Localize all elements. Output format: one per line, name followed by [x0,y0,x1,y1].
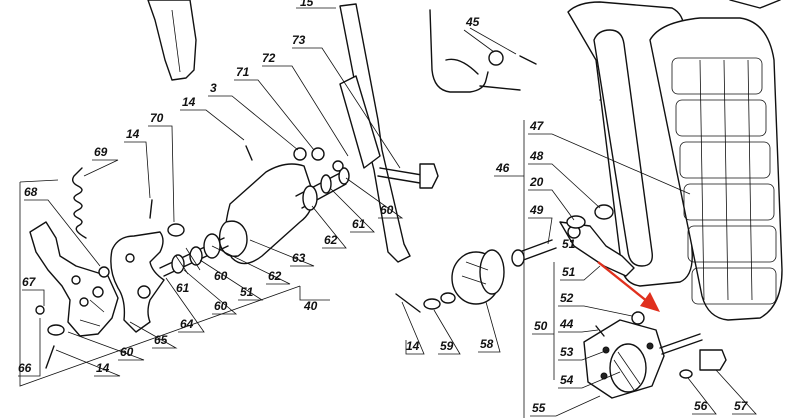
part-label: 60 [214,269,228,283]
part-label: 66 [18,361,32,375]
part-label: 51 [562,265,576,279]
part-label: 61 [176,281,190,295]
part-label: 46 [495,161,510,175]
part-label: 67 [22,275,37,289]
part-label: 58 [480,337,494,351]
part-label: 72 [262,51,276,65]
part-label: 48 [529,149,544,163]
part-label: 56 [694,399,708,413]
part-label: 20 [529,175,544,189]
part-label: 55 [532,401,546,415]
part-label: 45 [465,15,480,29]
part-label: 44 [559,317,574,331]
highlight-arrow [597,261,660,312]
part-label: 53 [560,345,574,359]
part-label: 14 [406,339,420,353]
part-label: 49 [529,203,544,217]
part-labels: 15 45 73 72 71 3 14 70 14 69 68 67 66 14… [18,0,757,417]
part-label: 69 [94,145,108,159]
part-label: 40 [303,299,318,313]
part-label: 68 [24,185,38,199]
part-label: 70 [150,111,164,125]
part-label: 3 [210,81,217,95]
part-label: 47 [529,119,545,133]
part-label: 60 [120,345,134,359]
part-label: 62 [324,233,338,247]
pedal-pad-ribs [671,57,777,305]
part-label: 51 [240,285,254,299]
part-label: 50 [534,319,548,333]
part-label: 14 [96,361,110,375]
part-label: 14 [126,127,140,141]
part-label: 64 [180,317,194,331]
part-label: 61 [352,217,366,231]
part-label: 60 [214,299,228,313]
part-label: 51 [562,237,576,251]
part-label: 73 [292,33,306,47]
part-label: 60 [380,203,394,217]
part-label: 15 [300,0,314,9]
part-label: 54 [560,373,574,387]
part-label: 57 [734,399,749,413]
part-label: 71 [236,65,250,79]
drawing-linework [19,0,783,418]
part-label: 59 [440,339,454,353]
part-label: 14 [182,95,196,109]
part-label: 65 [154,333,168,347]
part-label: 52 [560,291,574,305]
part-label: 62 [268,269,282,283]
